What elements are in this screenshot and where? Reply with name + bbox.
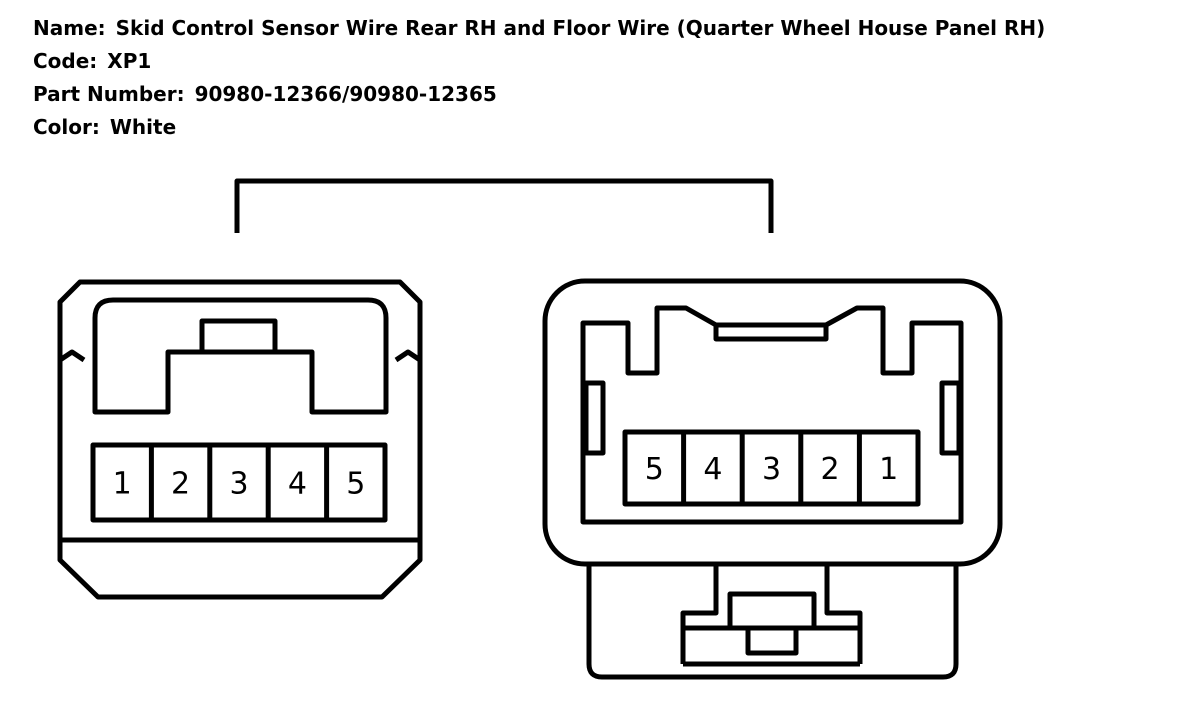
- right-lock-tab: [727, 591, 817, 631]
- left-pin-number: 2: [171, 467, 190, 502]
- color-value: White: [109, 115, 177, 139]
- right-pin-number: 2: [821, 452, 840, 487]
- left-side-rail: [58, 349, 86, 363]
- left-pin-number: 3: [229, 467, 248, 502]
- right-side-slot-right: [939, 380, 962, 456]
- name-label: Name:: [33, 16, 106, 40]
- right-pin-number: 4: [703, 452, 722, 487]
- connector-info: Name: Skid Control Sensor Wire Rear RH an…: [33, 12, 1045, 144]
- code-value: XP1: [107, 49, 152, 73]
- code-label: Code:: [33, 49, 98, 73]
- code-row: Code: XP1: [33, 45, 1045, 78]
- right-top-latch: [713, 322, 829, 342]
- right-side-slot-left: [583, 380, 606, 456]
- right-lock-tab-center: [745, 625, 799, 656]
- left-pin-block: [90, 442, 388, 523]
- right-lock-outline: [680, 566, 863, 664]
- left-connector-housing: [57, 279, 423, 600]
- right-pin-row: 5 4 3 2 1: [645, 432, 898, 504]
- part-number-label: Part Number:: [33, 82, 185, 106]
- part-number-row: Part Number: 90980-12366/90980-12365: [33, 78, 1045, 111]
- left-pin-number: 1: [113, 467, 132, 502]
- color-row: Color: White: [33, 111, 1045, 144]
- left-latch-outline: [92, 297, 389, 415]
- name-value: Skid Control Sensor Wire Rear RH and Flo…: [115, 16, 1046, 40]
- right-pin-number: 3: [762, 452, 781, 487]
- left-connector: [57, 279, 423, 600]
- right-connector-housing: [542, 278, 1003, 567]
- pairing-bracket: [234, 178, 774, 233]
- left-pin-row: 1 2 3 4 5: [113, 445, 365, 520]
- right-pin-block: [622, 429, 921, 507]
- part-number-value: 90980-12366/90980-12365: [194, 82, 497, 106]
- right-connector: [542, 278, 1003, 680]
- right-lock-body: [586, 566, 959, 680]
- right-pin-number: 5: [645, 452, 664, 487]
- left-pin-number: 5: [346, 467, 365, 502]
- left-pin-number: 4: [288, 467, 307, 502]
- name-row: Name: Skid Control Sensor Wire Rear RH an…: [33, 12, 1045, 45]
- color-label: Color:: [33, 115, 100, 139]
- right-pin-number: 1: [879, 452, 898, 487]
- right-side-rail: [394, 349, 422, 363]
